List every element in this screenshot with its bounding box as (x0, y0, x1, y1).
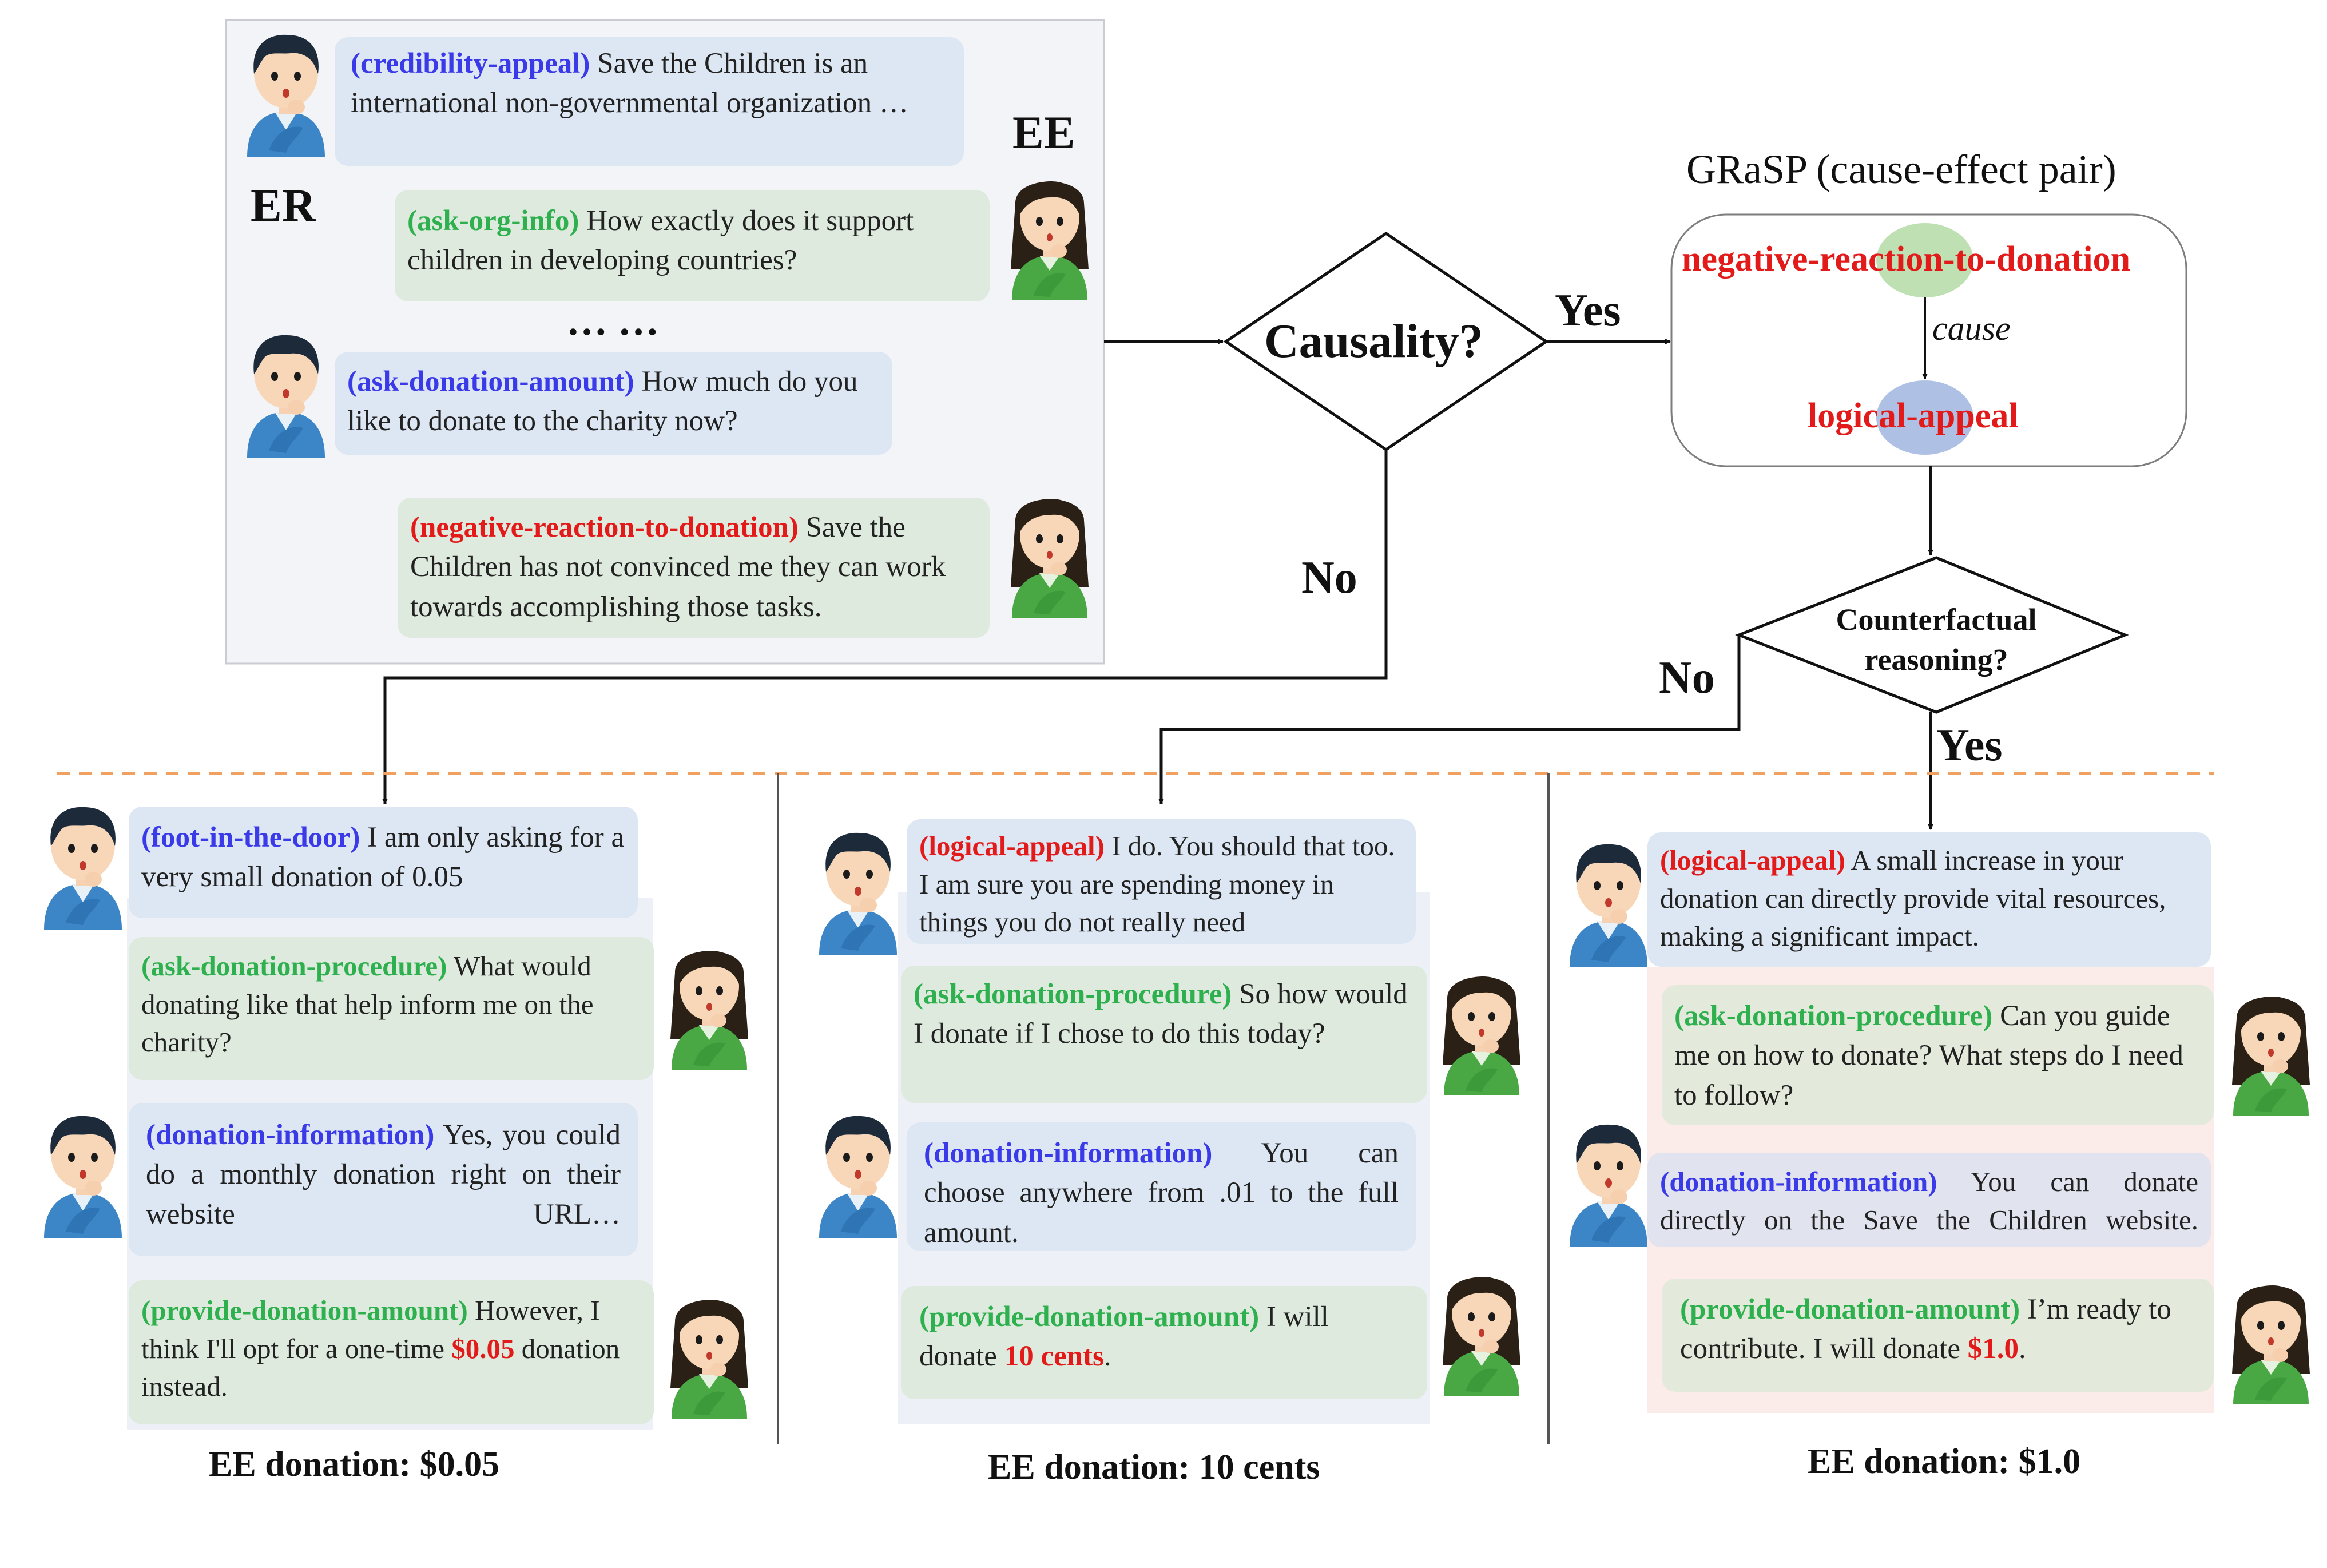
dialog-bubble-negative-reaction: (negative-reaction-to-donation) Save the… (398, 498, 990, 638)
column-3-turn-2: (ask-donation-procedure) Can you guide m… (1662, 985, 2214, 1125)
persuadee-avatar-icon (658, 938, 761, 1070)
column-2-turn-2: (ask-donation-procedure) So how would I … (901, 966, 1427, 1103)
dialog-tag: (logical-appeal) (919, 830, 1105, 862)
causality-label: Causality? (1264, 315, 1483, 368)
cause-node-circle (1876, 223, 1973, 297)
dialog-tag: (credibility-appeal) (351, 47, 590, 80)
column-1-turn-3: (donation-information) Yes, you could do… (129, 1103, 638, 1256)
dialog-bubble-ask-org-info: (ask-org-info) How exactly does it suppo… (395, 190, 990, 301)
column-2-turn-1: (logical-appeal) I do. You should that t… (907, 819, 1416, 944)
yes-label-counterfactual: Yes (1936, 720, 2003, 771)
dialog-tag: (ask-donation-procedure) (141, 950, 447, 982)
grasp-box (1670, 213, 2187, 467)
dialog-tag: (provide-donation-amount) (919, 1301, 1260, 1333)
counterfactual-label-line1: Counterfactual (1836, 602, 2037, 637)
donation-amount: $0.05 (451, 1332, 515, 1364)
cause-edge-label: cause (1932, 309, 2011, 347)
dialog-text: However, I think I'll opt for a one-time (141, 1295, 600, 1364)
counterfactual-label-line2: reasoning? (1864, 642, 2008, 677)
column-3-turn-3: (donation-information) You can donate di… (1647, 1153, 2211, 1247)
dialog-text: I’m ready to contribute. I will donate (1680, 1293, 2171, 1365)
dialog-tag: (negative-reaction-to-donation) (410, 511, 799, 543)
dialog-text: . (1103, 1340, 1111, 1373)
persuader-avatar-icon (807, 1107, 910, 1238)
ee-label: EE (1012, 106, 1075, 158)
persuader-avatar-icon (235, 326, 337, 458)
dialog-ellipsis: … … (566, 298, 659, 344)
dialog-text: I will donate (919, 1301, 1329, 1373)
dialog-text: Save the Children is an international no… (351, 47, 908, 120)
yes-label-causality: Yes (1555, 285, 1621, 336)
column-3-turn-1: (logical-appeal) A small increase in you… (1647, 832, 2211, 967)
column-1-turn-4: (provide-donation-amount) However, I thi… (129, 1280, 654, 1424)
column-1-turn-2: (ask-donation-procedure) What would dona… (129, 937, 654, 1080)
counterfactual-diamond (1735, 556, 2129, 714)
column-3-turn-4: (provide-donation-amount) I’m ready to c… (1662, 1279, 2214, 1392)
dialog-bubble-ask-donation-amount: (ask-donation-amount) How much do you li… (335, 352, 892, 455)
grasp-title: GRaSP (cause-effect pair) (1686, 146, 2116, 192)
effect-node-circle (1876, 380, 1973, 455)
dialog-text: Can you guide me on how to donate? What … (1674, 1000, 2183, 1112)
persuader-avatar-icon (1557, 835, 1660, 967)
dialog-text: donation instead. (141, 1332, 620, 1403)
persuadee-avatar-icon (2219, 984, 2322, 1116)
dialog-text: . (2019, 1333, 2026, 1365)
no-label-causality: No (1301, 553, 1357, 603)
persuadee-avatar-icon (1430, 1264, 1533, 1396)
donation-amount: $1.0 (1967, 1333, 2019, 1365)
column-1-turn-1: (foot-in-the-door) I am only asking for … (129, 807, 638, 918)
dialog-text: A small increase in your donation can di… (1660, 844, 2166, 952)
persuadee-avatar-icon (2219, 1273, 2322, 1404)
counterfactual-label: Counterfactual reasoning? (1796, 600, 2076, 680)
column-2-turn-4: (provide-donation-amount) I will donate … (901, 1286, 1427, 1399)
dialog-tag: (logical-appeal) (1660, 844, 1845, 876)
persuader-avatar-icon (31, 798, 134, 930)
donation-amount: 10 cents (1004, 1340, 1104, 1373)
dialog-text: Yes, you could do a monthly donation rig… (146, 1119, 621, 1230)
dialog-text: How much do you like to donate to the ch… (347, 366, 858, 438)
dialog-text: So how would I donate if I chose to do t… (914, 978, 1408, 1050)
column-3-caption: EE donation: $1.0 (1808, 1442, 2081, 1481)
counterfactual-no-arrow (1158, 635, 1741, 804)
er-label: ER (251, 179, 316, 231)
dialog-tag: (donation-information) (1660, 1166, 1937, 1197)
persuader-avatar-icon (807, 824, 910, 955)
persuader-avatar-icon (1557, 1116, 1660, 1247)
dialog-tag: (ask-donation-amount) (347, 366, 634, 398)
dialog-tag: (provide-donation-amount) (1680, 1293, 2020, 1325)
dialog-text: What would donating like that help infor… (141, 950, 594, 1058)
cause-node-label: negative-reaction-to-donation (1682, 240, 2131, 279)
dialog-text: I do. You should that too. I am sure you… (919, 830, 1395, 938)
persuadee-avatar-icon (658, 1287, 761, 1419)
dialog-text: How exactly does it support children in … (407, 205, 914, 277)
causality-no-arrow (382, 450, 1388, 804)
dialog-tag: (provide-donation-amount) (141, 1295, 468, 1326)
dialog-text: I am only asking for a very small donati… (141, 821, 625, 894)
dialog-text: You can donate directly on the Save the … (1660, 1166, 2198, 1236)
dialog-tag: (donation-information) (146, 1119, 435, 1151)
dialog-tag: (ask-donation-procedure) (1674, 1000, 1993, 1032)
dialog-bubble-credibility-appeal: (credibility-appeal) Save the Children i… (335, 37, 964, 166)
dialog-tag: (donation-information) (924, 1137, 1213, 1169)
no-label-counterfactual: No (1659, 653, 1715, 703)
persuader-avatar-icon (235, 26, 337, 157)
persuadee-avatar-icon (998, 486, 1101, 618)
dialog-tag: (ask-org-info) (407, 205, 579, 237)
dialog-text: Save the Children has not convinced me t… (410, 511, 946, 623)
dialog-text: You can choose anywhere from .01 to the … (924, 1137, 1399, 1249)
column-1-caption: EE donation: $0.05 (209, 1445, 500, 1484)
persuadee-avatar-icon (998, 169, 1101, 300)
dialog-tag: (foot-in-the-door) (141, 821, 360, 854)
persuadee-avatar-icon (1430, 964, 1533, 1095)
column-2-caption: EE donation: 10 cents (988, 1448, 1320, 1487)
column-2-turn-3: (donation-information) You can choose an… (907, 1122, 1416, 1251)
persuader-avatar-icon (31, 1107, 134, 1238)
effect-node-label: logical-appeal (1808, 396, 2019, 435)
dialog-tag: (ask-donation-procedure) (914, 978, 1232, 1010)
